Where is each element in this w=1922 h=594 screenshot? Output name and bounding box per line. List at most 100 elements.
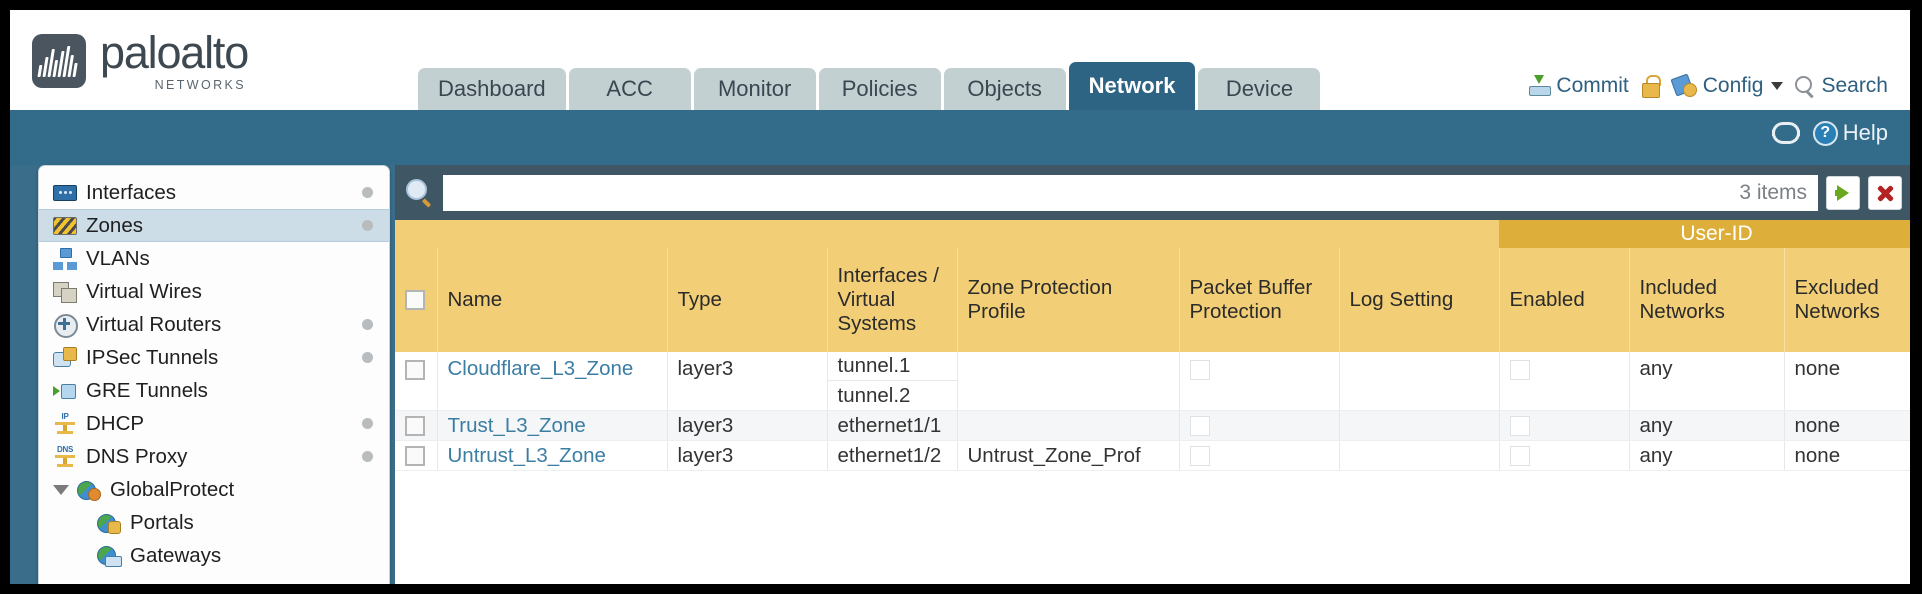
- column-header-enabled[interactable]: Enabled: [1498, 248, 1629, 352]
- user-id-enabled-checkbox[interactable]: [1509, 446, 1530, 467]
- column-header-type[interactable]: Type: [666, 248, 827, 352]
- sidebar-item-vlans[interactable]: VLANs: [39, 242, 389, 275]
- group-header-spacer: [395, 220, 1499, 248]
- row-select-cell[interactable]: [395, 352, 437, 411]
- help-label: Help: [1842, 120, 1888, 145]
- packet-buffer-protection-checkbox[interactable]: [1189, 359, 1210, 380]
- apply-arrow-icon: [1835, 184, 1849, 201]
- sidebar-label-globalprotect: GlobalProtect: [110, 477, 235, 501]
- cell-type: layer3: [666, 410, 827, 441]
- top-header-bar: paloalto NETWORKS Dashboard ACC Monitor …: [10, 10, 1910, 110]
- chevron-down-icon: [1771, 82, 1784, 90]
- cell-packet-buffer-protection[interactable]: [1178, 352, 1339, 411]
- sidebar-navigation: Interfaces Zones VLANs Virtual Wires Vir…: [38, 165, 390, 584]
- zone-name-link[interactable]: Untrust_L3_Zone: [447, 443, 606, 467]
- sidebar-status-dot: [362, 187, 373, 198]
- column-header-packet-buffer-protection[interactable]: Packet Buffer Protection: [1178, 248, 1339, 352]
- user-id-enabled-checkbox[interactable]: [1509, 359, 1530, 380]
- table-row[interactable]: Cloudflare_L3_Zone layer3 tunnel.1 tunne…: [395, 352, 1910, 411]
- expand-triangle-icon[interactable]: [53, 484, 69, 495]
- tab-acc[interactable]: ACC: [568, 68, 691, 110]
- cell-name[interactable]: Cloudflare_L3_Zone: [436, 352, 667, 411]
- commit-button[interactable]: Commit: [1528, 74, 1629, 98]
- search-field-wrapper[interactable]: 3 items: [443, 174, 1818, 211]
- row-select-cell[interactable]: [395, 410, 437, 441]
- sidebar-item-dhcp[interactable]: IP DHCP: [39, 407, 389, 440]
- cell-packet-buffer-protection[interactable]: [1178, 410, 1339, 441]
- apply-filter-button[interactable]: [1826, 175, 1860, 210]
- gateways-icon: [97, 545, 122, 567]
- search-icon[interactable]: [405, 178, 435, 208]
- sidebar-label-interfaces: Interfaces: [86, 180, 177, 204]
- column-header-zone-protection-profile[interactable]: Zone Protection Profile: [956, 248, 1179, 352]
- column-header-interfaces[interactable]: Interfaces / Virtual Systems: [826, 248, 957, 352]
- sidebar-item-virtual-wires[interactable]: Virtual Wires: [39, 275, 389, 308]
- column-header-log-setting[interactable]: Log Setting: [1338, 248, 1499, 352]
- config-menu[interactable]: Config: [1673, 74, 1784, 98]
- clear-x-icon: [1875, 183, 1895, 203]
- refresh-icon[interactable]: [1771, 121, 1800, 145]
- cell-excluded-networks: none: [1783, 440, 1910, 471]
- virtual-routers-icon: [53, 313, 78, 338]
- cell-user-id-enabled[interactable]: [1498, 440, 1629, 471]
- portals-icon: [97, 512, 121, 534]
- zone-name-link[interactable]: Trust_L3_Zone: [447, 413, 586, 437]
- cell-packet-buffer-protection[interactable]: [1178, 440, 1339, 471]
- packet-buffer-protection-checkbox[interactable]: [1189, 416, 1210, 437]
- sidebar-item-interfaces[interactable]: Interfaces: [39, 176, 389, 209]
- sidebar-item-portals[interactable]: Portals: [39, 506, 389, 539]
- cell-name[interactable]: Trust_L3_Zone: [436, 410, 667, 441]
- commit-icon: [1528, 75, 1552, 97]
- body-area: Interfaces Zones VLANs Virtual Wires Vir…: [10, 165, 1910, 584]
- tab-network[interactable]: Network: [1068, 62, 1196, 110]
- search-input[interactable]: [454, 175, 1732, 210]
- cell-log-setting: [1338, 410, 1499, 441]
- help-icon: ?: [1812, 120, 1838, 146]
- column-header-excluded-networks[interactable]: Excluded Networks: [1783, 248, 1910, 352]
- column-header-included-networks[interactable]: Included Networks: [1628, 248, 1784, 352]
- column-header-name[interactable]: Name: [436, 248, 667, 352]
- cell-zone-protection-profile: [956, 410, 1179, 441]
- cell-included-networks: any: [1628, 410, 1784, 441]
- cell-type: layer3: [666, 352, 827, 411]
- tab-objects[interactable]: Objects: [943, 68, 1066, 110]
- tab-monitor[interactable]: Monitor: [693, 68, 816, 110]
- search-button[interactable]: Search: [1795, 74, 1888, 98]
- sidebar-label-virtual-wires: Virtual Wires: [86, 279, 202, 303]
- cell-name[interactable]: Untrust_L3_Zone: [436, 440, 667, 471]
- sidebar-item-globalprotect[interactable]: GlobalProtect: [39, 473, 389, 506]
- tab-device[interactable]: Device: [1198, 68, 1321, 110]
- sidebar-item-virtual-routers[interactable]: Virtual Routers: [39, 308, 389, 341]
- table-row[interactable]: Untrust_L3_Zone layer3 ethernet1/2 Untru…: [395, 440, 1910, 471]
- sidebar-item-gateways[interactable]: Gateways: [39, 539, 389, 572]
- padlock-icon[interactable]: [1641, 75, 1661, 98]
- select-all-checkbox[interactable]: [405, 290, 425, 311]
- sidebar-item-dns-proxy[interactable]: DNS DNS Proxy: [39, 440, 389, 473]
- row-select-cell[interactable]: [395, 440, 437, 471]
- cell-excluded-networks: none: [1783, 410, 1910, 441]
- packet-buffer-protection-checkbox[interactable]: [1189, 446, 1210, 467]
- select-all-header[interactable]: [395, 248, 437, 352]
- cell-included-networks: any: [1628, 440, 1784, 471]
- gre-tunnels-icon: [53, 380, 77, 402]
- clear-filter-button[interactable]: [1868, 175, 1902, 210]
- sidebar-item-zones[interactable]: Zones: [39, 209, 389, 242]
- brand-logo[interactable]: paloalto NETWORKS: [10, 10, 249, 92]
- cell-user-id-enabled[interactable]: [1498, 410, 1629, 441]
- row-checkbox[interactable]: [405, 446, 425, 467]
- zone-name-link[interactable]: Cloudflare_L3_Zone: [447, 357, 634, 380]
- row-checkbox[interactable]: [405, 416, 425, 437]
- sidebar-label-virtual-routers: Virtual Routers: [86, 312, 222, 336]
- vlans-icon: [53, 247, 77, 270]
- tab-dashboard[interactable]: Dashboard: [418, 68, 566, 110]
- sidebar-item-gre-tunnels[interactable]: GRE Tunnels: [39, 374, 389, 407]
- tab-policies[interactable]: Policies: [818, 68, 941, 110]
- sidebar-label-dhcp: DHCP: [86, 411, 145, 435]
- user-id-enabled-checkbox[interactable]: [1509, 416, 1530, 437]
- help-button[interactable]: ? Help: [1812, 120, 1888, 146]
- cell-user-id-enabled[interactable]: [1498, 352, 1629, 411]
- interface-value: tunnel.1: [827, 352, 957, 381]
- table-row[interactable]: Trust_L3_Zone layer3 ethernet1/1: [395, 410, 1910, 441]
- row-checkbox[interactable]: [405, 359, 425, 380]
- sidebar-item-ipsec-tunnels[interactable]: IPSec Tunnels: [39, 341, 389, 374]
